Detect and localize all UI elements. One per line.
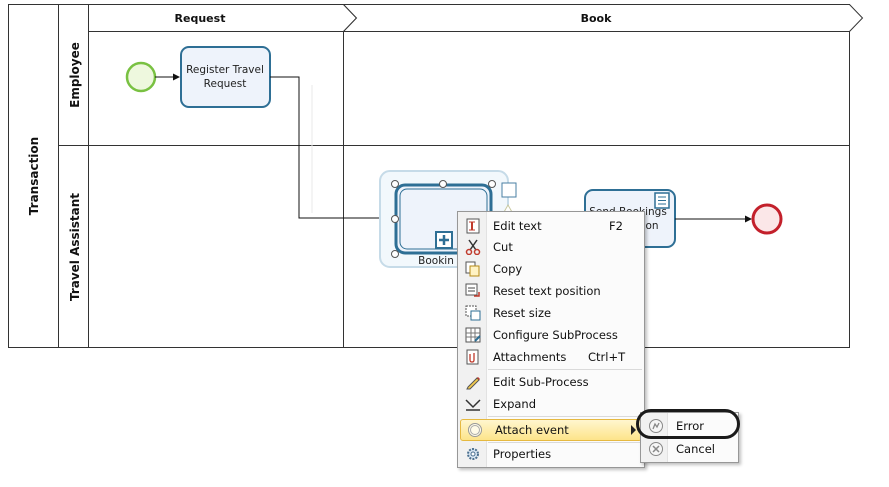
menu-item-shortcut: F2 xyxy=(609,219,623,233)
task-register-travel-request[interactable] xyxy=(180,46,271,108)
menu-item-edit-sub-process[interactable]: Edit Sub-Process xyxy=(459,372,643,392)
task-register-label-1: Register Travel xyxy=(186,64,264,76)
pool-label: Transaction xyxy=(27,137,41,215)
menu-separator xyxy=(488,369,642,370)
start-event[interactable] xyxy=(125,61,157,93)
menu-item-reset-text-position[interactable]: Reset text position xyxy=(459,281,643,301)
phase-book-header xyxy=(342,4,864,32)
attachments-icon xyxy=(466,349,479,365)
submenu-item-error[interactable]: Error xyxy=(642,416,737,436)
menu-item-attach-event[interactable]: Attach event xyxy=(460,419,642,441)
phase-book-label: Book xyxy=(581,12,612,25)
menu-item-label: Attachments xyxy=(493,350,567,364)
submenu-item-label: Error xyxy=(676,419,705,433)
task-register-label-2: Request xyxy=(204,78,247,90)
gear-icon xyxy=(467,448,479,460)
cancel-event-icon xyxy=(649,442,663,456)
end-event[interactable] xyxy=(751,203,783,235)
menu-item-label: Properties xyxy=(493,447,552,461)
script-task-icon xyxy=(654,192,670,209)
menu-item-label: Configure SubProcess xyxy=(493,328,618,342)
configure-subprocess-icon xyxy=(465,327,481,343)
submenu-item-cancel[interactable]: Cancel xyxy=(642,439,737,459)
menu-item-configure-subprocess[interactable]: Configure SubProcess xyxy=(459,325,643,345)
menu-item-copy[interactable]: Copy xyxy=(459,259,643,279)
menu-item-label: Attach event xyxy=(495,423,569,437)
menu-item-label: Edit Sub-Process xyxy=(493,375,589,389)
task-send-label-2: on xyxy=(645,220,658,232)
connector-handle[interactable] xyxy=(501,182,517,198)
submenu-arrow-icon xyxy=(631,425,636,435)
menu-separator xyxy=(488,416,642,417)
menu-item-attachments[interactable]: Attachments Ctrl+T xyxy=(459,347,643,367)
reset-text-position-icon xyxy=(465,283,480,297)
menu-item-label: Copy xyxy=(493,262,523,276)
menu-item-label: Reset size xyxy=(493,306,552,320)
expand-icon xyxy=(465,399,481,411)
menu-item-label: Expand xyxy=(493,397,537,411)
pencil-icon xyxy=(466,377,480,390)
menu-item-label: Edit text xyxy=(493,219,542,233)
context-menu: Edit text F2 Cut Copy Reset text positio… xyxy=(457,211,645,468)
menu-item-cut[interactable]: Cut xyxy=(459,237,643,257)
highlight-ring-annotation xyxy=(636,409,740,439)
menu-item-expand[interactable]: Expand xyxy=(459,394,643,414)
lane-employee-label: Employee xyxy=(68,42,82,108)
menu-item-edit-text[interactable]: Edit text F2 xyxy=(459,216,643,236)
menu-item-label: Reset text position xyxy=(493,284,601,298)
sequence-flow-1[interactable] xyxy=(270,76,392,219)
menu-item-shortcut: Ctrl+T xyxy=(588,350,626,364)
event-circle-icon xyxy=(468,423,482,437)
reset-size-icon xyxy=(465,305,481,321)
copy-icon xyxy=(465,261,480,277)
menu-item-properties[interactable]: Properties xyxy=(459,444,643,464)
lane-travel-assistant-label: Travel Assistant xyxy=(68,193,82,301)
edit-text-icon xyxy=(466,218,480,234)
submenu-item-label: Cancel xyxy=(676,442,715,456)
menu-item-label: Cut xyxy=(493,240,513,254)
menu-item-reset-size[interactable]: Reset size xyxy=(459,303,643,323)
scissors-icon xyxy=(465,239,481,255)
phase-request-label: Request xyxy=(175,12,226,25)
menu-separator xyxy=(488,442,642,443)
subprocess-booking-label: Bookin xyxy=(418,255,454,267)
